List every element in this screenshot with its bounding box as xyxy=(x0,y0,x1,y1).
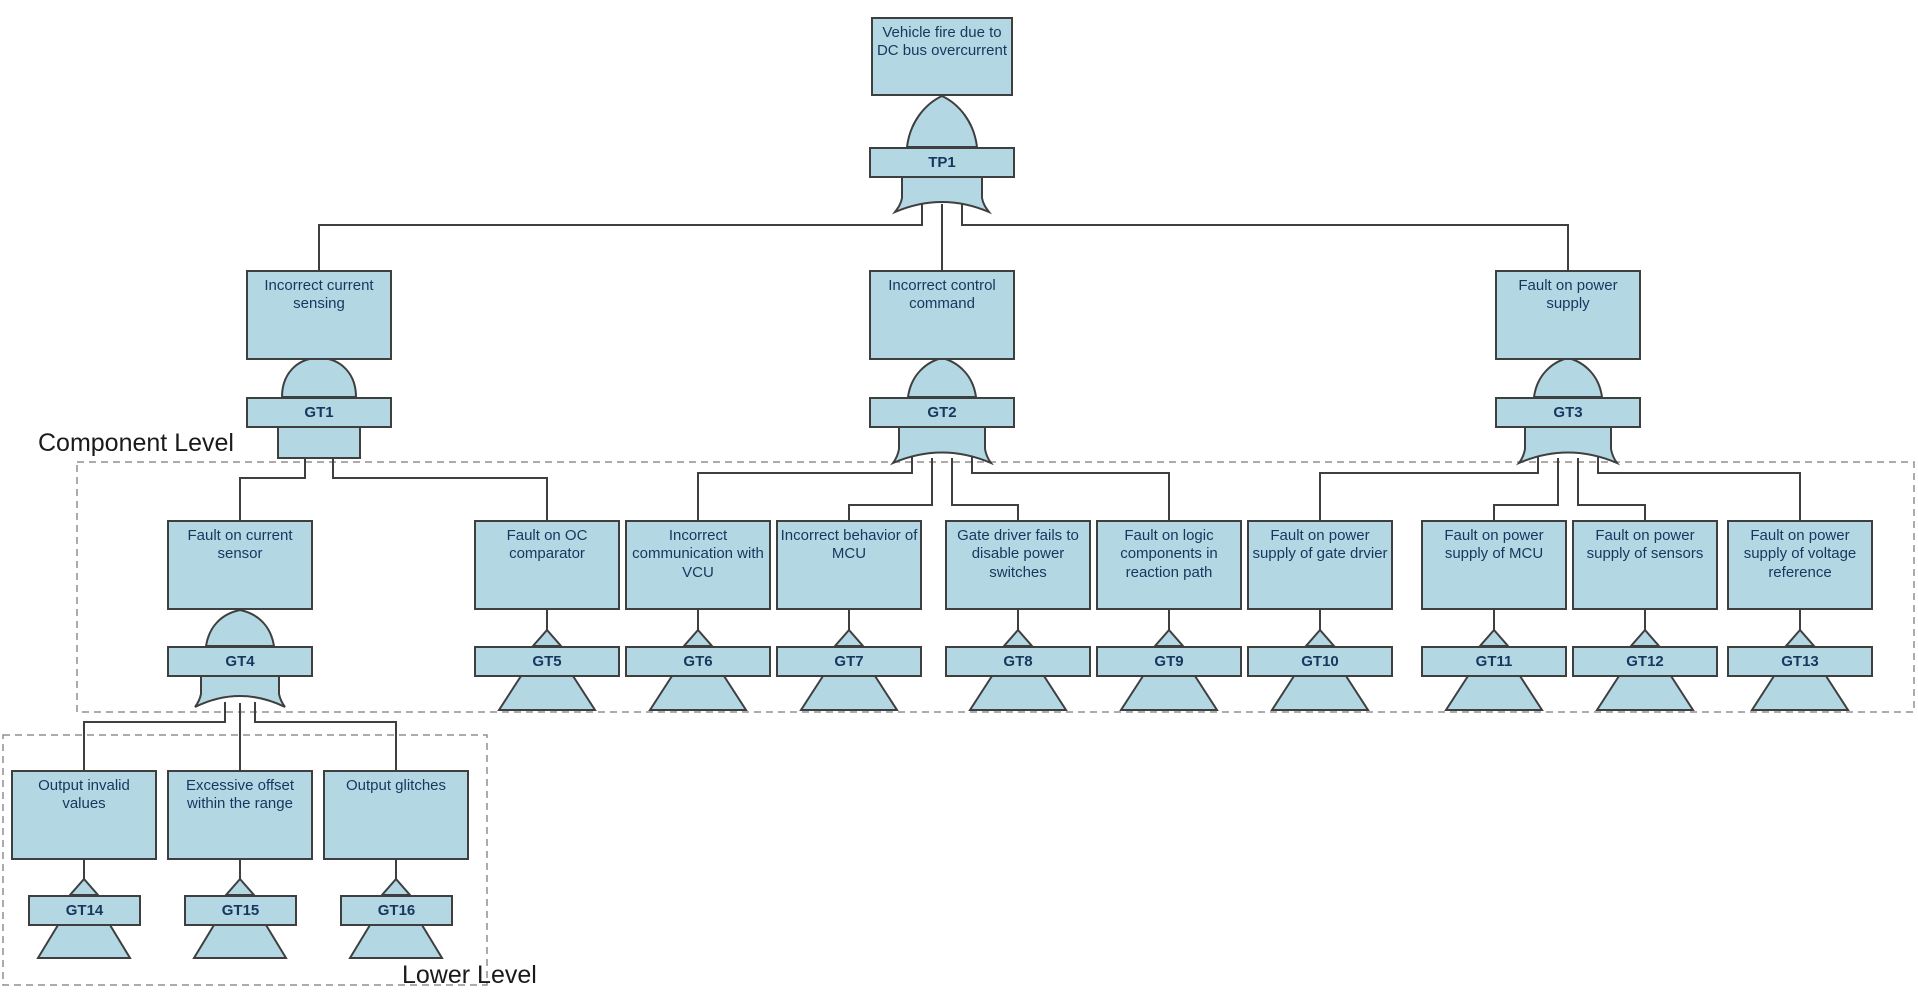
gt2-or-gate-top xyxy=(906,356,978,398)
event-branch-1: Incorrect current sensing xyxy=(246,270,392,360)
gt2-or-gate-bottom xyxy=(889,426,995,466)
gate-gt7: GT7 xyxy=(776,646,922,677)
gate-gt14: GT14 xyxy=(28,895,141,926)
gate-gt1: GT1 xyxy=(246,397,392,428)
component-level-label: Component Level xyxy=(38,429,234,457)
gate-gt10: GT10 xyxy=(1247,646,1393,677)
gate-gt6: GT6 xyxy=(625,646,771,677)
gt4-or-gate-bottom xyxy=(194,675,286,708)
connector-gt3-children xyxy=(1319,455,1801,520)
gt4-or-gate-top xyxy=(204,608,276,647)
gate-gt5: GT5 xyxy=(474,646,620,677)
event-gt14: Output invalid values xyxy=(11,770,157,860)
connector-gt2-children xyxy=(697,455,1170,520)
gate-gt16: GT16 xyxy=(340,895,453,926)
event-branch-3: Fault on power supply xyxy=(1495,270,1641,360)
gate-gt11: GT11 xyxy=(1421,646,1567,677)
event-gt15: Excessive offset within the range xyxy=(167,770,313,860)
event-gt4: Fault on current sensor xyxy=(167,520,313,610)
event-gt8: Gate driver fails to disable power switc… xyxy=(945,520,1091,610)
tp1-or-gate-bottom xyxy=(891,176,993,215)
gate-gt4: GT4 xyxy=(167,646,313,677)
gate-gt12: GT12 xyxy=(1572,646,1718,677)
event-gt12: Fault on power supply of sensors xyxy=(1572,520,1718,610)
gt3-or-gate-top xyxy=(1532,356,1604,398)
component-level-region xyxy=(76,461,1915,713)
event-branch-2: Incorrect control command xyxy=(869,270,1015,360)
event-gt9: Fault on logic components in reaction pa… xyxy=(1096,520,1242,610)
connector-tp1-branches xyxy=(318,203,1569,270)
event-gt16: Output glitches xyxy=(323,770,469,860)
event-gt5: Fault on OC comparator xyxy=(474,520,620,610)
gate-tp1: TP1 xyxy=(869,147,1015,178)
event-top: Vehicle fire due to DC bus overcurrent xyxy=(871,17,1013,96)
event-gt10: Fault on power supply of gate drvier xyxy=(1247,520,1393,610)
gate-gt9: GT9 xyxy=(1096,646,1242,677)
event-gt11: Fault on power supply of MCU xyxy=(1421,520,1567,610)
event-gt6: Incorrect communication with VCU xyxy=(625,520,771,610)
event-gt7: Incorrect behavior of MCU xyxy=(776,520,922,610)
gate-gt13: GT13 xyxy=(1727,646,1873,677)
gate-gt8: GT8 xyxy=(945,646,1091,677)
gt1-and-gate-top xyxy=(280,356,358,398)
gate-gt3: GT3 xyxy=(1495,397,1641,428)
lower-level-region xyxy=(2,734,488,986)
tp1-or-gate-top xyxy=(905,94,979,148)
connector-gt1-children xyxy=(239,458,548,520)
gate-gt2: GT2 xyxy=(869,397,1015,428)
gt1-and-gate-bottom xyxy=(277,426,361,459)
connector-gt4-children xyxy=(83,702,397,770)
gate-gt15: GT15 xyxy=(184,895,297,926)
lower-level-label: Lower Level xyxy=(402,961,537,989)
event-gt13: Fault on power supply of voltage referen… xyxy=(1727,520,1873,610)
gt3-or-gate-bottom xyxy=(1515,426,1621,466)
